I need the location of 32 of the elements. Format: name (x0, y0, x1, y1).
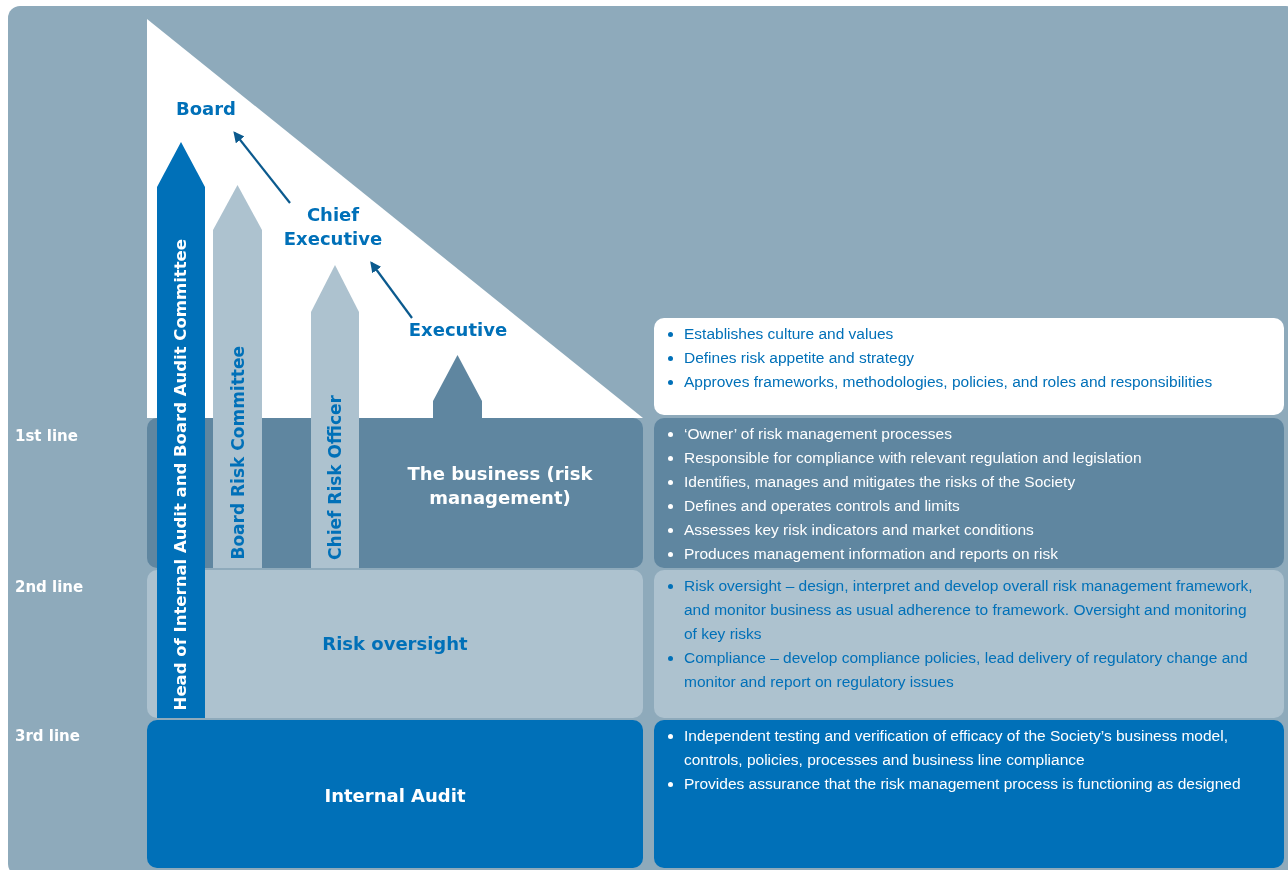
bullet-point: Establishes culture and values (684, 325, 894, 342)
responsibilities-panel (654, 570, 1284, 718)
responsibilities-panel (654, 318, 1284, 415)
role-label: Chief Executive (278, 203, 388, 253)
bullet-point: Approves frameworks, methodologies, policies, and roles and responsibilities (684, 373, 1213, 390)
responsibilities-panel (654, 418, 1284, 568)
line-label: 2nd line (15, 578, 84, 596)
band-title: The business (risk management) (406, 462, 594, 510)
line-band (147, 720, 643, 868)
line-label: 3rd line (15, 727, 80, 745)
responsibilities-panel (654, 720, 1284, 868)
bullet-point: Defines risk appetite and strategy (684, 349, 915, 366)
role-label: Executive (400, 318, 516, 344)
band-title: Risk oversight (321, 632, 469, 656)
bullet-point: Provides assurance that the risk management process is functioning as designed (684, 775, 1241, 792)
arrow-label: Head of Internal Audit and Board Audit Committee (171, 238, 191, 710)
band-title: Internal Audit (323, 784, 467, 808)
bullet-point: Assesses key risk indicators and market conditions (684, 521, 1034, 538)
arrow-label: Chief Risk Officer (325, 395, 345, 560)
bullet-point: Produces management information and reports on risk (684, 545, 1058, 562)
arrow (370, 261, 413, 319)
bullet-point: Defines and operates controls and limits (684, 497, 960, 514)
line-label: 1st line (15, 427, 78, 445)
bullet-point: Identifies, manages and mitigates the risks of the Society (684, 473, 1076, 490)
arrow (233, 131, 291, 204)
arrow-label: Board Risk Committee (227, 346, 248, 560)
bullet-point: ‘Owner’ of risk management processes (684, 425, 952, 442)
bullet-point: Compliance – develop compliance policies, lead delivery of regulatory change and monitor and report on regulatory issues (684, 649, 1248, 690)
bullet-point: Independent testing and verification of efficacy of the Society’s business model, controls, policies, processes and business line compliance (684, 727, 1228, 768)
role-label: Board (165, 97, 247, 123)
bullet-point: Risk oversight – design, interpret and develop overall risk management framework, and monitor business as usual adherence to framework. Oversight and monitoring of key risks (684, 577, 1253, 642)
bullet-point: Responsible for compliance with relevant regulation and legislation (684, 449, 1142, 466)
